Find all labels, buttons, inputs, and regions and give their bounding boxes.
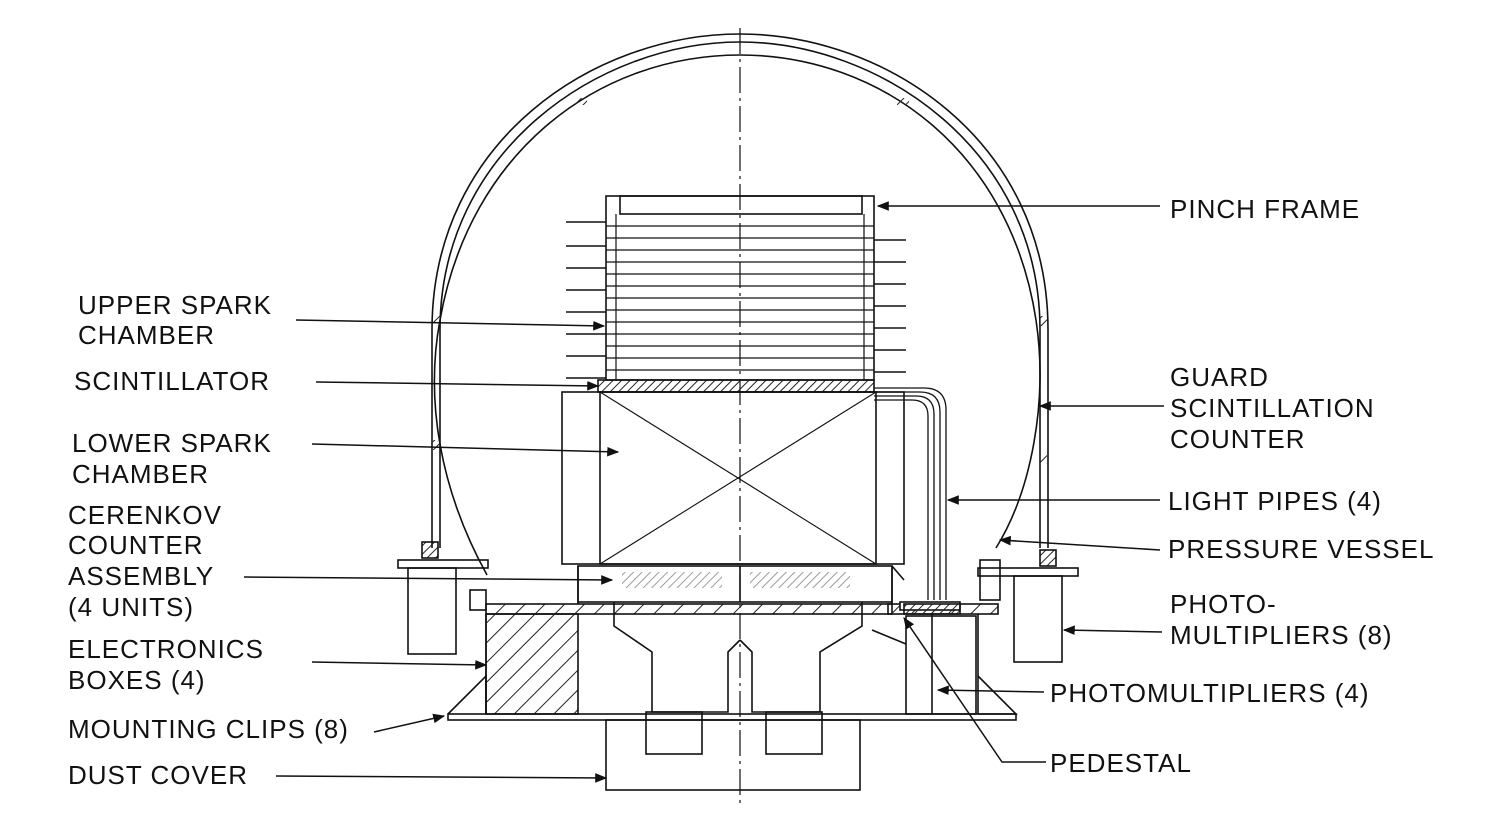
label-pressure-vessel: PRESSURE VESSEL	[1168, 534, 1435, 564]
label-dust-cover: DUST COVER	[68, 760, 248, 790]
photomultiplier-outer-left	[407, 567, 457, 655]
label-lower-spark-chamber-1: LOWER SPARK	[72, 428, 272, 458]
pressure-vessel-outer	[439, 41, 1041, 548]
electronics-box	[485, 613, 579, 715]
base-frame	[447, 713, 1017, 721]
label-light-pipes: LIGHT PIPES (4)	[1168, 486, 1382, 516]
label-lower-spark-chamber-2: CHAMBER	[72, 459, 210, 489]
pinch-frame	[619, 195, 863, 215]
scintillator-slab	[597, 379, 875, 393]
spark-chamber-leads-right	[874, 239, 906, 373]
guard-scintillator-shell	[433, 54, 1041, 576]
label-guard-2: SCINTILLATION	[1170, 393, 1375, 423]
label-upper-spark-chamber-2: CHAMBER	[78, 320, 216, 350]
label-pedestal: PEDESTAL	[1050, 748, 1192, 778]
mounting-plate	[485, 603, 893, 615]
label-cerenkov-3: ASSEMBLY	[68, 561, 215, 591]
label-guard-1: GUARD	[1170, 362, 1269, 392]
cerenkov-funnel-right	[739, 602, 863, 713]
label-pinch-frame: PINCH FRAME	[1170, 194, 1361, 224]
label-mounting-clips: MOUNTING CLIPS (8)	[68, 714, 349, 744]
flange-left	[397, 559, 489, 569]
lower-spark-chamber	[561, 391, 905, 565]
label-electronics-1: ELECTRONICS	[68, 634, 264, 664]
label-photomultipliers-4: PHOTOMULTIPLIERS (4)	[1050, 678, 1370, 708]
cerenkov-funnel-left	[613, 602, 741, 713]
photomultiplier-inner	[905, 615, 977, 715]
spark-chamber-plates	[606, 214, 874, 380]
label-cerenkov-1: CERENKOV	[68, 500, 222, 530]
label-guard-3: COUNTER	[1170, 424, 1306, 454]
label-photomultipliers-8-2: MULTIPLIERS (8)	[1170, 620, 1393, 650]
photomultiplier-outer-right	[1013, 575, 1063, 663]
label-photomultipliers-8-1: PHOTO-	[1170, 589, 1277, 619]
label-scintillator: SCINTILLATOR	[74, 366, 270, 396]
spark-chamber-leads-left	[566, 221, 606, 379]
label-cerenkov-2: COUNTER	[68, 530, 204, 560]
mounting-clip-right	[977, 675, 1018, 715]
leader-lines	[243, 201, 1164, 783]
pressure-vessel-inner	[431, 33, 1049, 548]
dust-cover	[605, 719, 861, 791]
label-upper-spark-chamber-1: UPPER SPARK	[78, 290, 273, 320]
mounting-clip-left	[447, 674, 487, 715]
label-cerenkov-4: (4 UNITS)	[68, 592, 194, 622]
label-electronics-2: BOXES (4)	[68, 665, 206, 695]
flange-right	[977, 567, 1079, 577]
light-pipes	[874, 387, 947, 600]
